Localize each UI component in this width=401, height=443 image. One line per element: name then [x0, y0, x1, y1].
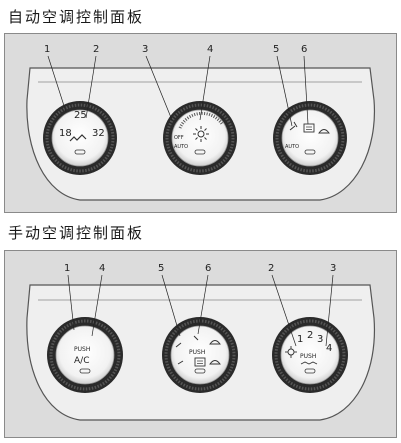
manual-panel-callouts [67, 274, 334, 347]
temp-mid-label: 25 [74, 110, 87, 121]
callout-3: 3 [142, 44, 148, 55]
auto-temperature-knob[interactable]: 18 25 32 [43, 101, 117, 175]
speed-3-label: 3 [317, 334, 323, 345]
callout-4: 4 [99, 263, 105, 274]
callout-5: 5 [158, 263, 164, 274]
auto-mode-knob[interactable]: AUTO [273, 101, 347, 175]
callout-5: 5 [273, 44, 279, 55]
callout-3: 3 [330, 263, 336, 274]
manual-mode-knob[interactable]: PUSH [162, 317, 238, 393]
indicator-light [194, 149, 206, 155]
off-label: OFF [174, 135, 184, 141]
speed-1-label: 1 [297, 334, 303, 345]
indicator-light [194, 368, 206, 374]
indicator-light [304, 149, 316, 155]
speed-2-label: 2 [307, 330, 313, 341]
fan-icon [285, 346, 297, 358]
defrost-front-icon [318, 129, 330, 134]
auto-panel-title: 自动空调控制面板 [8, 8, 145, 26]
recirculation-icon [300, 361, 318, 365]
fan-icon [193, 126, 209, 142]
callout-1: 1 [44, 44, 50, 55]
recirculation-icon [209, 340, 221, 345]
callout-4: 4 [207, 44, 213, 55]
callout-2: 2 [93, 44, 99, 55]
airflow-icon [69, 134, 87, 142]
speed-4-label: 4 [326, 343, 332, 354]
vent-mode-icon [289, 121, 298, 131]
auto-label: AUTO [174, 144, 188, 150]
callout-2: 2 [268, 263, 274, 274]
push-label: PUSH [300, 353, 316, 360]
indicator-light [79, 368, 91, 374]
manual-panel-title: 手动空调控制面板 [8, 224, 145, 242]
defrost-front-icon [209, 360, 221, 365]
auto-panel-callouts [47, 55, 309, 127]
auto-label: AUTO [285, 144, 299, 150]
manual-fan-speed-knob[interactable]: 1 2 3 4 PUSH [272, 317, 348, 393]
callout-6: 6 [301, 44, 307, 55]
defrost-rear-icon [303, 123, 315, 133]
auto-fan-knob[interactable]: OFF AUTO [163, 101, 237, 175]
temp-low-label: 18 [59, 128, 72, 139]
indicator-light [74, 149, 86, 155]
callout-6: 6 [205, 263, 211, 274]
ac-label: A/C [74, 356, 89, 366]
vent-mode-icon [175, 335, 199, 365]
temp-high-label: 32 [92, 128, 105, 139]
indicator-light [304, 368, 316, 374]
defrost-rear-icon [194, 357, 206, 367]
manual-temperature-knob[interactable]: PUSH A/C [47, 317, 123, 393]
push-label: PUSH [74, 346, 90, 353]
callout-1: 1 [64, 263, 70, 274]
push-label: PUSH [189, 349, 205, 356]
